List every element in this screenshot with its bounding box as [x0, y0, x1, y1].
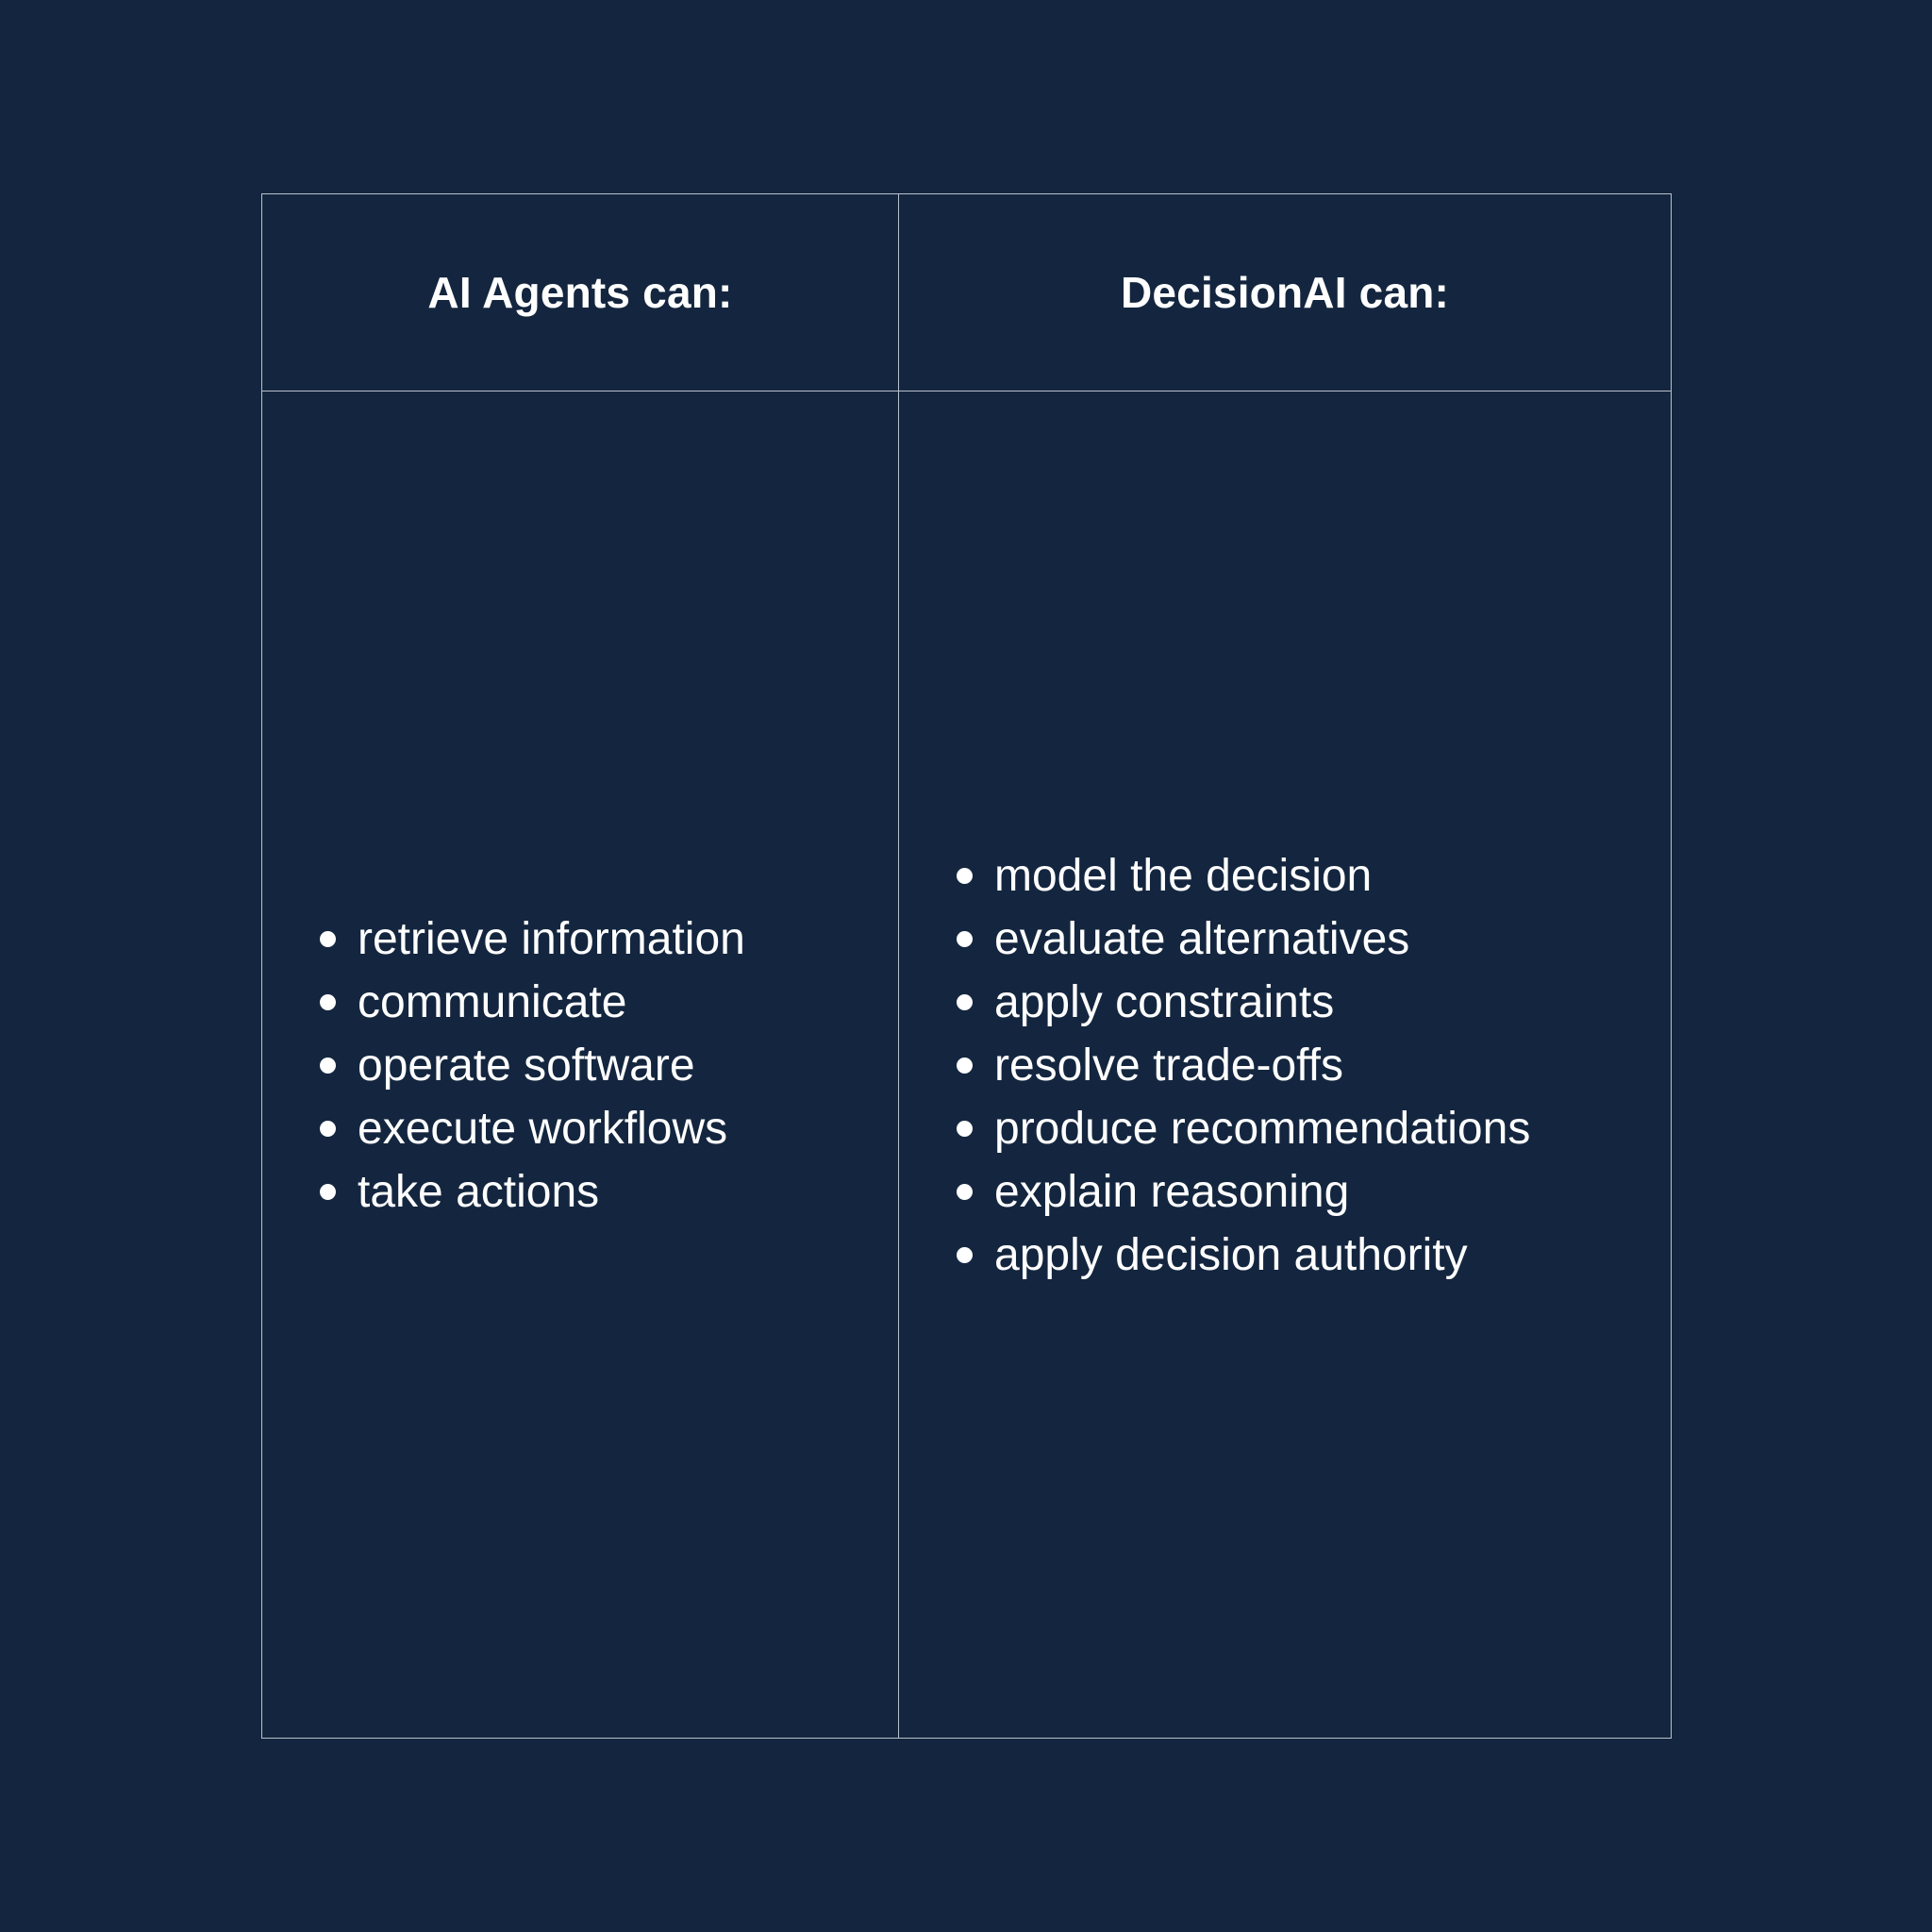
- list-item-text: explain reasoning: [994, 1167, 1350, 1217]
- list-item: apply decision authority: [899, 1224, 1530, 1287]
- list-item-text: operate software: [358, 1041, 695, 1091]
- bullet-icon: [957, 1121, 973, 1137]
- comparison-table: AI Agents can: DecisionAI can: retrieve …: [261, 193, 1672, 1739]
- bullet-icon: [957, 994, 973, 1010]
- list-item-text: retrieve information: [358, 914, 745, 964]
- list-item-text: resolve trade-offs: [994, 1041, 1343, 1091]
- left-column-title: AI Agents can:: [427, 268, 733, 317]
- bullet-icon: [957, 868, 973, 884]
- list-item: evaluate alternatives: [899, 908, 1530, 971]
- right-column-body: model the decision evaluate alternatives…: [899, 391, 1671, 1738]
- list-item-text: communicate: [358, 977, 627, 1027]
- list-item-text: take actions: [358, 1167, 600, 1217]
- bullet-icon: [320, 994, 336, 1010]
- list-item-text: evaluate alternatives: [994, 914, 1410, 964]
- bullet-icon: [320, 1121, 336, 1137]
- bullet-icon: [957, 1247, 973, 1263]
- list-item: communicate: [262, 971, 745, 1034]
- bullet-icon: [957, 1058, 973, 1074]
- list-item-text: apply decision authority: [994, 1230, 1468, 1280]
- list-item: explain reasoning: [899, 1160, 1530, 1224]
- right-bullet-list: model the decision evaluate alternatives…: [899, 844, 1530, 1287]
- list-item: retrieve information: [262, 908, 745, 971]
- list-item-text: model the decision: [994, 851, 1373, 901]
- list-item: produce recommendations: [899, 1097, 1530, 1160]
- list-item: apply constraints: [899, 971, 1530, 1034]
- bullet-icon: [957, 1184, 973, 1200]
- list-item-text: produce recommendations: [994, 1104, 1531, 1154]
- bullet-icon: [320, 1058, 336, 1074]
- left-column-header: AI Agents can:: [262, 194, 899, 391]
- list-item: take actions: [262, 1160, 745, 1224]
- left-column-body: retrieve information communicate operate…: [262, 391, 899, 1738]
- list-item: operate software: [262, 1034, 745, 1097]
- right-column-header: DecisionAI can:: [899, 194, 1671, 391]
- bullet-icon: [957, 931, 973, 947]
- list-item: model the decision: [899, 844, 1530, 908]
- list-item: execute workflows: [262, 1097, 745, 1160]
- list-item: resolve trade-offs: [899, 1034, 1530, 1097]
- bullet-icon: [320, 931, 336, 947]
- left-bullet-list: retrieve information communicate operate…: [262, 908, 745, 1224]
- right-column-title: DecisionAI can:: [1120, 268, 1450, 317]
- bullet-icon: [320, 1184, 336, 1200]
- list-item-text: execute workflows: [358, 1104, 728, 1154]
- list-item-text: apply constraints: [994, 977, 1335, 1027]
